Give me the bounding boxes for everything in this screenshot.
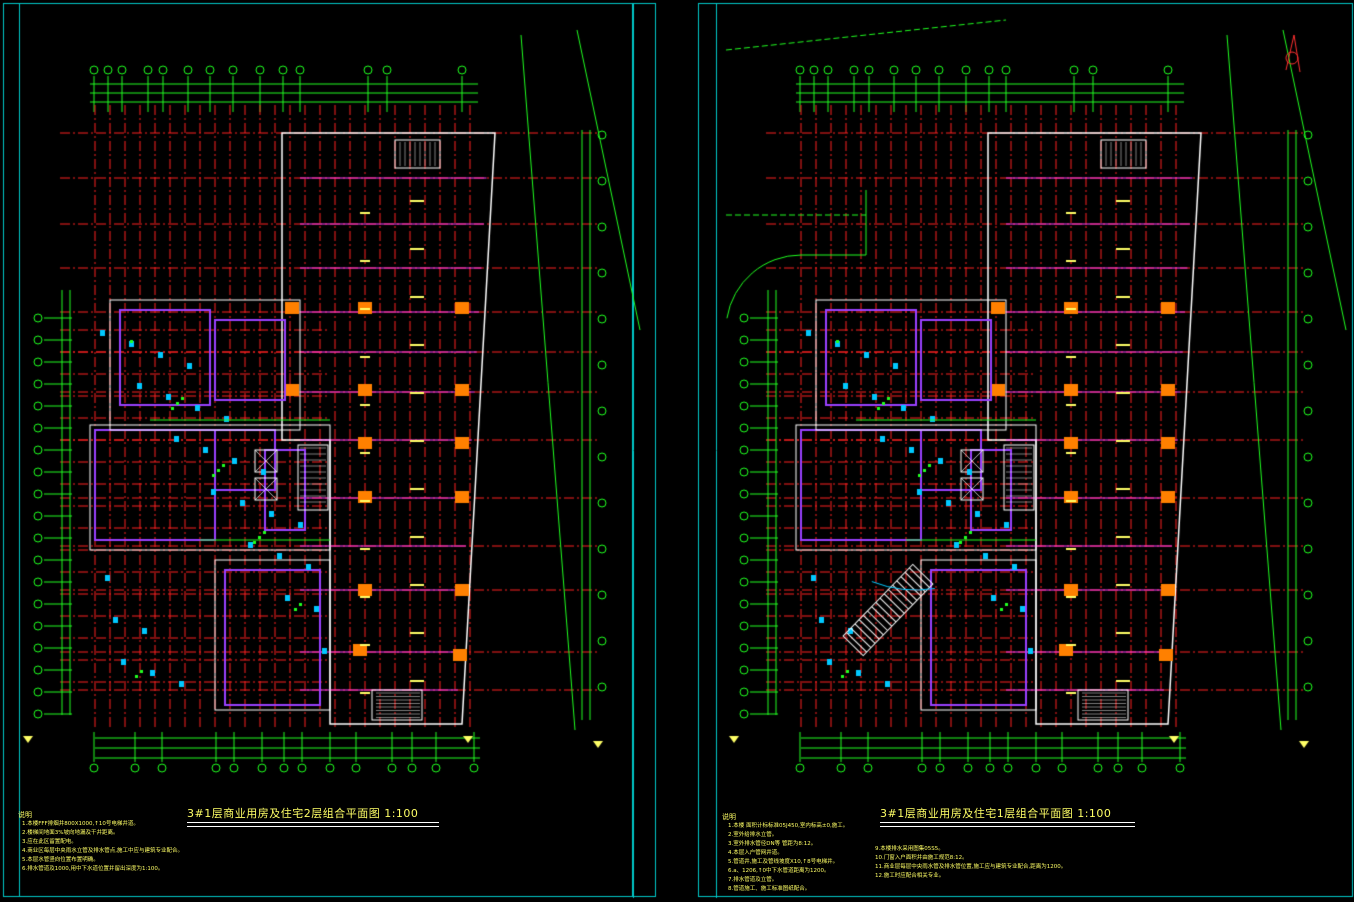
note-item: 8.管道施工、施工标准图纸配合。	[728, 886, 811, 892]
note-item: 12.施工时应配合相关专业。	[875, 873, 945, 879]
note-item: 9.本楼排水采用图集05S5。	[875, 846, 944, 852]
note-item: 2.楼梯间地面3%坡向地漏及干井距离。	[22, 830, 119, 836]
sheet-right-notes-heading: 说明	[722, 813, 736, 821]
note-item: 4.商业区每层中央雨水立管及排水管点,施工中应与建筑专业配合。	[22, 848, 183, 854]
sheet-left-notes: 1.本楼FFF排烟井800X1000,↑10号电梯井道。 2.楼梯间地面3%坡向…	[22, 820, 183, 874]
note-item: 3.室外排水管径DN等 管距为8:12。	[728, 841, 817, 847]
note-item: 10.门窗入户面积并由施工规范8:12。	[875, 855, 968, 861]
note-item: 5.管道井,施工及管线坡度X10,↑8号电梯井。	[728, 859, 839, 865]
sheet-right-title: 3#1层商业用房及住宅1层组合平面图 1:100	[880, 807, 1112, 820]
note-item: 6.排水管道及1000,用中下水道位置并留出深度为1:100。	[22, 866, 164, 872]
sheet-left-title: 3#1层商业用房及住宅2层组合平面图 1:100	[187, 807, 419, 820]
sheet-left-notes-heading: 说明	[18, 811, 32, 819]
sheet-left-title-underline-2	[187, 826, 439, 827]
note-item: 2.室外给排水立管。	[728, 832, 778, 838]
note-item: 1.本楼 面积计标标准05J450,室内标高±0,施工。	[728, 823, 849, 829]
note-item: 11.商业层每层中央雨水管及排水管位置,施工应与建筑专业配合,距离为1200。	[875, 864, 1067, 870]
note-item: 6.a、1206,↑0中下水管道距离为1200。	[728, 868, 830, 874]
sheet-right-title-underline-2	[880, 826, 1135, 827]
sheet-right-notes-continued: 9.本楼排水采用图集05S5。 10.门窗入户面积并由施工规范8:12。 11.…	[875, 845, 1066, 881]
note-item: 3.应在此区留置配电。	[22, 839, 77, 845]
note-item: 1.本楼FFF排烟井800X1000,↑10号电梯井道。	[22, 821, 139, 827]
note-item: 4.本层入户管网井道。	[728, 850, 783, 856]
sheet-left-title-underline	[187, 822, 439, 823]
sheet-right-notes: 1.本楼 面积计标标准05J450,室内标高±0,施工。 2.室外给排水立管。 …	[728, 822, 848, 894]
note-item: 5.本层水管竖向位置布置明确。	[22, 857, 99, 863]
note-item: 7.排水管道及立管。	[728, 877, 778, 883]
sheet-right-title-underline	[880, 822, 1135, 823]
